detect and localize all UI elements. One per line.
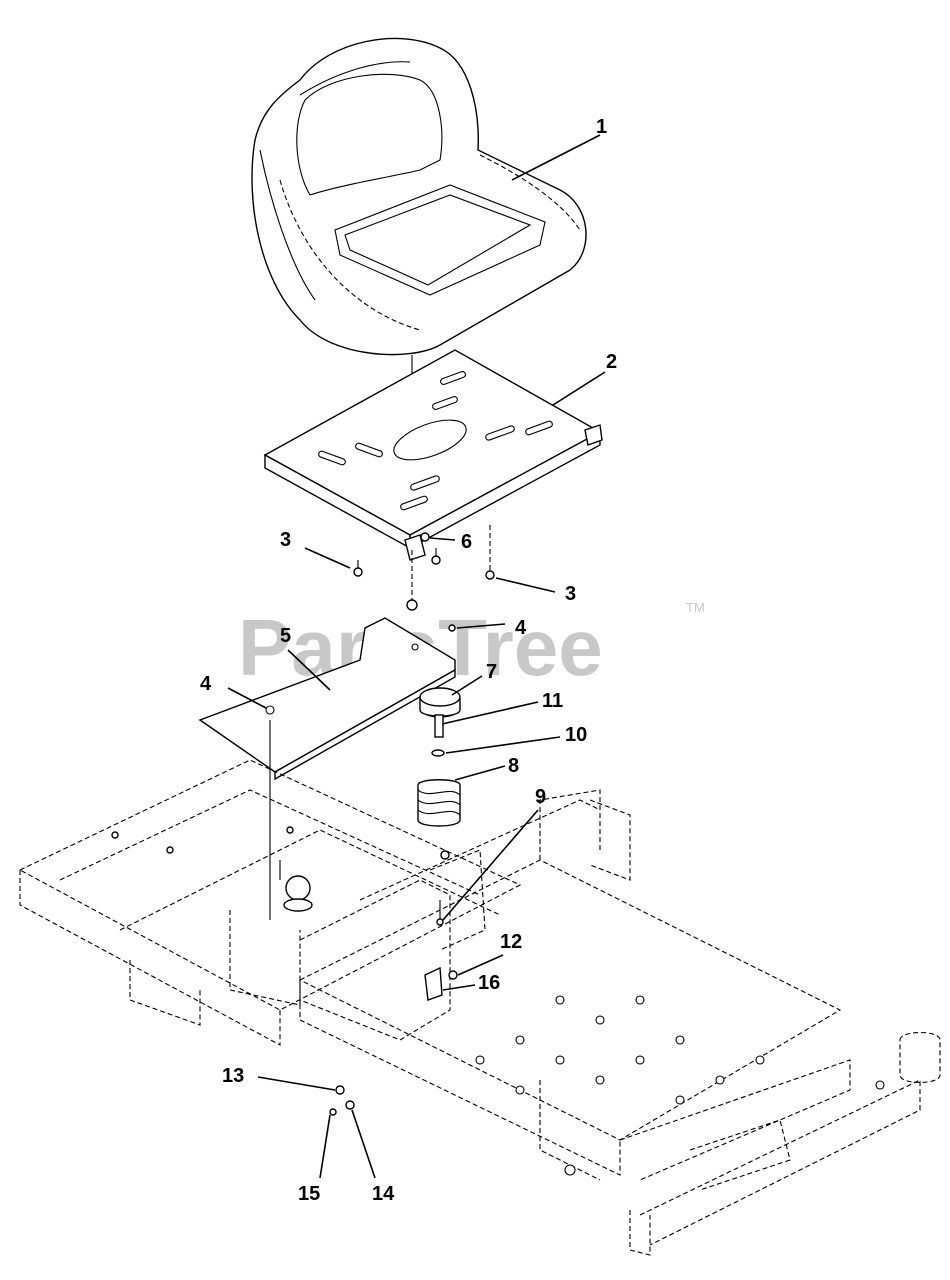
callout-16: 16 — [478, 972, 500, 994]
callout-8: 8 — [508, 755, 519, 777]
callout-6: 6 — [461, 531, 472, 553]
seat-part — [251, 37, 587, 385]
callout-3b: 3 — [565, 583, 576, 605]
spring-stack-parts — [417, 687, 461, 827]
watermark-trademark: TM — [686, 600, 705, 615]
callout-13: 13 — [222, 1065, 244, 1087]
callout-7: 7 — [486, 661, 497, 683]
bracket-part-5 — [198, 617, 456, 781]
callout-2: 2 — [606, 351, 617, 373]
callout-11: 11 — [542, 690, 563, 712]
callout-4b: 4 — [515, 617, 527, 639]
callout-10: 10 — [565, 724, 587, 746]
mower-frame — [18, 720, 941, 1256]
callout-3a: 3 — [280, 529, 291, 551]
callout-12: 12 — [500, 931, 522, 953]
bolt-part-3 — [353, 525, 495, 611]
callout-9: 9 — [535, 786, 546, 808]
seat-plate-part — [263, 349, 603, 561]
callout-15: 15 — [298, 1183, 320, 1205]
callout-14: 14 — [372, 1183, 395, 1205]
callout-4a: 4 — [200, 673, 212, 695]
callout-1: 1 — [596, 116, 607, 138]
callout-5: 5 — [280, 625, 291, 647]
